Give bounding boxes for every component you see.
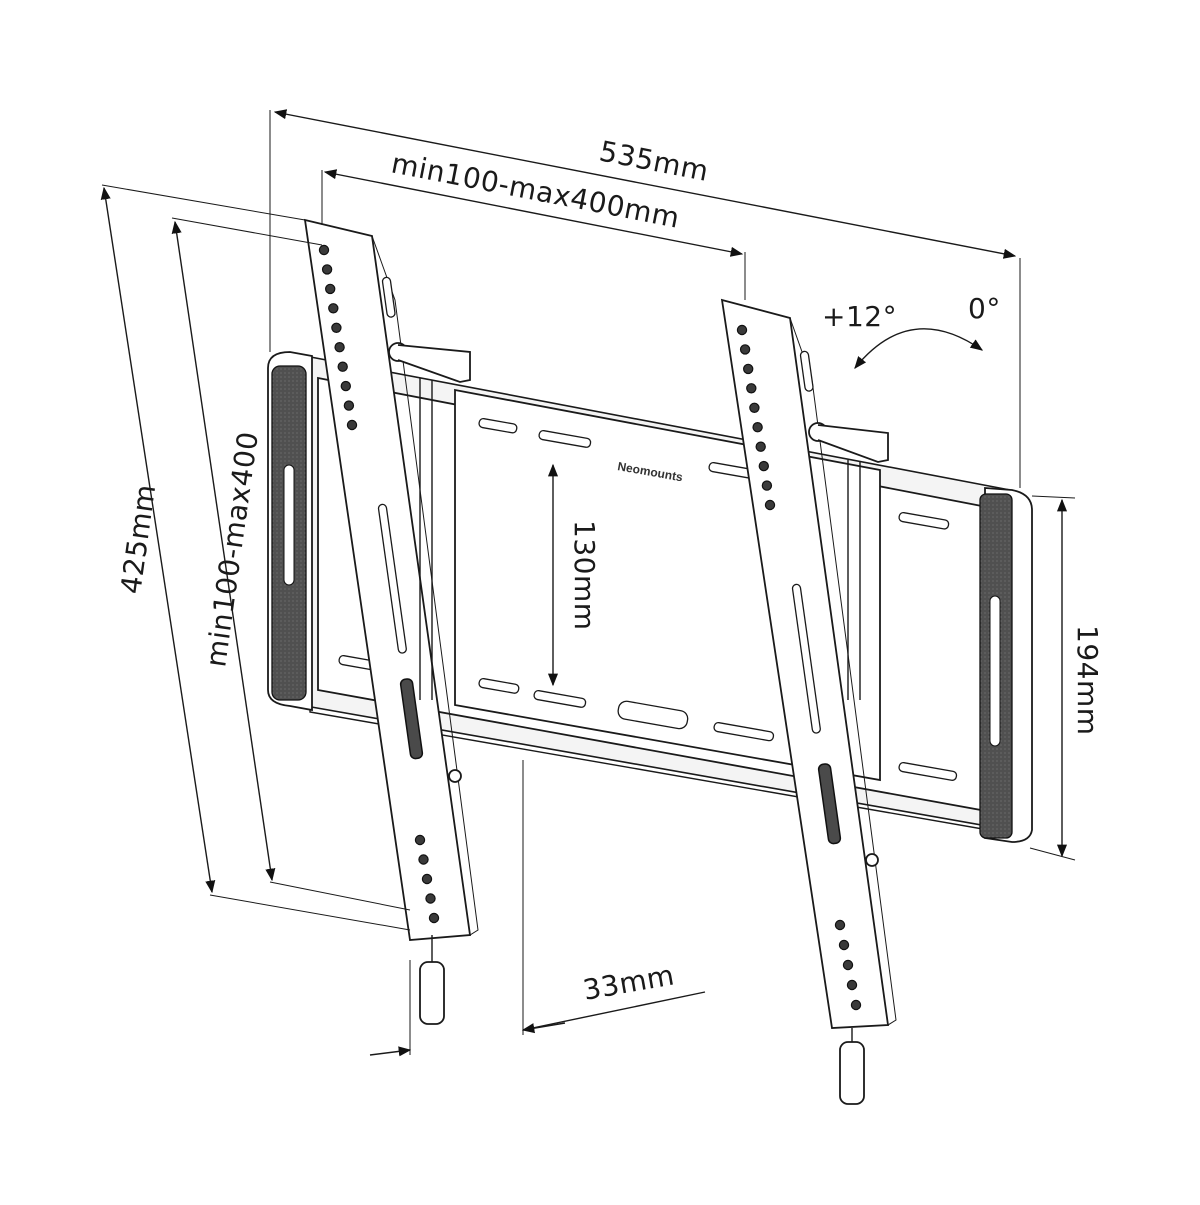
left-arm-hole (346, 419, 358, 431)
right-arm-hole (739, 344, 751, 355)
right-tv-arm (720, 298, 897, 1029)
right-arm-hole (850, 999, 862, 1011)
dim-plate-height-label: 194mm (1071, 625, 1104, 736)
left-arm-hole (343, 400, 355, 411)
tilt-arc-arrow (854, 328, 984, 369)
tilt-forward-label: +12° (822, 300, 897, 333)
dim-plate-inner-height: 130mm (547, 463, 601, 687)
left-arm-hole (425, 893, 436, 904)
left-arm-hole (334, 342, 345, 353)
left-arm-hole (340, 380, 351, 392)
right-arm-hole (755, 441, 766, 452)
dim-overall-height-label: 425mm (114, 482, 162, 596)
right-arm-hole (752, 422, 763, 433)
left-end-cap (267, 351, 313, 712)
tilt-indicator: +12° 0° (822, 292, 1001, 369)
left-tv-arm (303, 218, 479, 941)
left-arm-hole (428, 912, 440, 924)
left-safety-screw (419, 935, 445, 1025)
dim-overall-width-label: 535mm (597, 134, 712, 187)
right-arm-hole (736, 324, 748, 336)
left-arm-hole (321, 264, 333, 275)
right-arm-hole (749, 402, 760, 413)
left-arm-hole (328, 303, 339, 314)
right-arm-hole (746, 383, 757, 394)
plate-slots-bottom (338, 654, 958, 781)
right-arm-hole (846, 979, 858, 991)
right-arm-hole (838, 939, 850, 951)
right-end-cap (979, 487, 1033, 843)
tilt-neutral-label: 0° (968, 292, 1001, 325)
right-arm-hole (764, 499, 776, 511)
dim-wall-depth-label: 33mm (580, 958, 677, 1007)
left-arm-hole (337, 361, 348, 372)
plate-slots-top (478, 417, 950, 530)
dim-plate-height: 194mm (1029, 495, 1104, 861)
left-arm-hole (418, 854, 429, 865)
right-arm-holes (736, 324, 862, 1011)
right-arm-hole (842, 959, 854, 971)
dim-plate-inner-height-label: 130mm (568, 520, 601, 631)
left-arm-hole (318, 244, 330, 256)
left-arm-hole (325, 283, 336, 295)
left-arm-hole (331, 322, 342, 333)
left-arm-hole (414, 834, 426, 846)
left-arm-holes (318, 244, 440, 924)
right-arm-hole (758, 460, 770, 472)
right-arm-hole (743, 363, 754, 375)
dim-overall-height: 425mm (100, 184, 411, 931)
left-arm-hole (421, 873, 433, 885)
right-arm-hole (834, 919, 846, 931)
right-safety-screw (839, 1028, 865, 1105)
dim-vesa-height-label: min100-max400 (199, 429, 265, 669)
right-arm-hole (761, 480, 773, 491)
